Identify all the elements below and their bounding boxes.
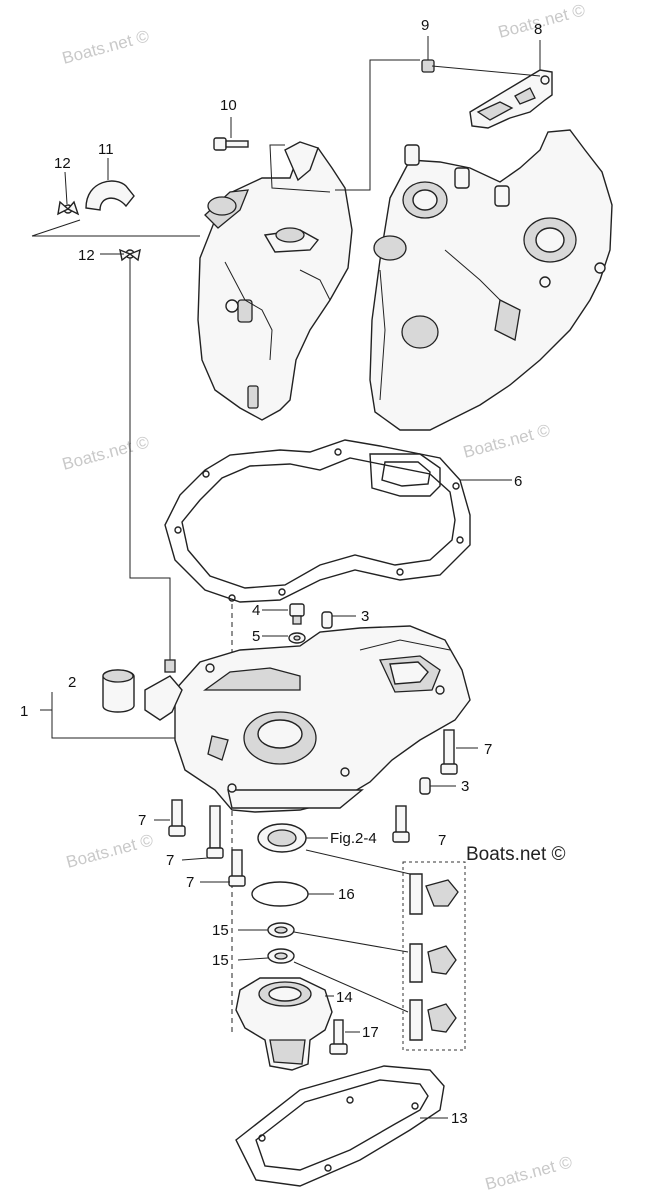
watermark-prominent: Boats.net © xyxy=(466,844,566,865)
callout-7: 7 xyxy=(138,812,146,829)
part-3-pin-top xyxy=(321,611,356,629)
part-7-bolt-e xyxy=(392,805,410,843)
watermark: Boats.net © xyxy=(483,1152,574,1194)
upper-cover-left xyxy=(197,141,353,421)
watermark: Boats.net © xyxy=(60,432,151,474)
callout-7: 7 xyxy=(438,832,446,849)
callout-8: 8 xyxy=(534,21,542,38)
callout-17: 17 xyxy=(362,1024,379,1041)
callout-12: 12 xyxy=(78,247,95,264)
callout-15: 15 xyxy=(212,952,229,969)
part-17-bolt xyxy=(329,1019,360,1055)
callout-7: 7 xyxy=(484,741,492,758)
watermark: Boats.net © xyxy=(64,830,155,872)
callout-4: 4 xyxy=(252,602,260,619)
callouts: 9 8 10 11 12 12 6 4 5 3 2 1 7 3 7 Fig.2-… xyxy=(20,17,542,1127)
leader-lines-lower xyxy=(40,692,175,739)
callout-7: 7 xyxy=(166,852,174,869)
callout-16: 16 xyxy=(338,886,355,903)
part-1-housing xyxy=(174,625,471,813)
callout-3: 3 xyxy=(361,608,369,625)
part-7-bolt-b xyxy=(154,799,186,837)
callout-11: 11 xyxy=(98,141,114,158)
callout-6: 6 xyxy=(514,473,522,490)
callout-13: 13 xyxy=(451,1110,468,1127)
callout-5: 5 xyxy=(252,628,260,645)
seal-detail-box xyxy=(402,861,466,1051)
callout-2: 2 xyxy=(68,674,76,691)
part-4-fitting xyxy=(262,603,305,625)
fig-2-4-ref: Fig.2-4 xyxy=(330,830,377,847)
callout-9: 9 xyxy=(421,17,429,34)
watermark: Boats.net © xyxy=(60,26,151,68)
part-8-bracket xyxy=(469,69,553,129)
part-14-housing xyxy=(235,977,334,1071)
callout-15: 15 xyxy=(212,922,229,939)
upper-block-right xyxy=(369,129,613,431)
seal-fig-2-4 xyxy=(257,823,411,875)
part-7-bolt-c xyxy=(181,805,224,861)
callout-10: 10 xyxy=(220,97,237,114)
part-12-clip-top xyxy=(57,171,80,216)
part-7-bolt-d xyxy=(200,849,246,887)
part-2-sleeve xyxy=(102,659,183,721)
part-13-gasket xyxy=(235,1065,448,1187)
leader-lines-upper xyxy=(31,36,541,665)
part-3-pin-bottom xyxy=(419,777,456,795)
callout-1: 1 xyxy=(20,703,28,720)
callout-14: 14 xyxy=(336,989,353,1006)
part-5-washer xyxy=(262,632,306,644)
callout-7: 7 xyxy=(186,874,194,891)
part-6-gasket xyxy=(164,439,512,603)
part-7-bolt-a xyxy=(440,729,478,775)
watermark: Boats.net © xyxy=(461,420,552,462)
part-15-seal-lower xyxy=(237,948,409,1013)
part-16-o-ring xyxy=(251,881,334,907)
callout-3: 3 xyxy=(461,778,469,795)
part-12-clip-bottom xyxy=(100,248,141,262)
callout-12: 12 xyxy=(54,155,71,172)
part-11-hose xyxy=(85,158,135,211)
part-10-bolt xyxy=(213,117,249,151)
part-15-seal-upper xyxy=(238,922,409,953)
